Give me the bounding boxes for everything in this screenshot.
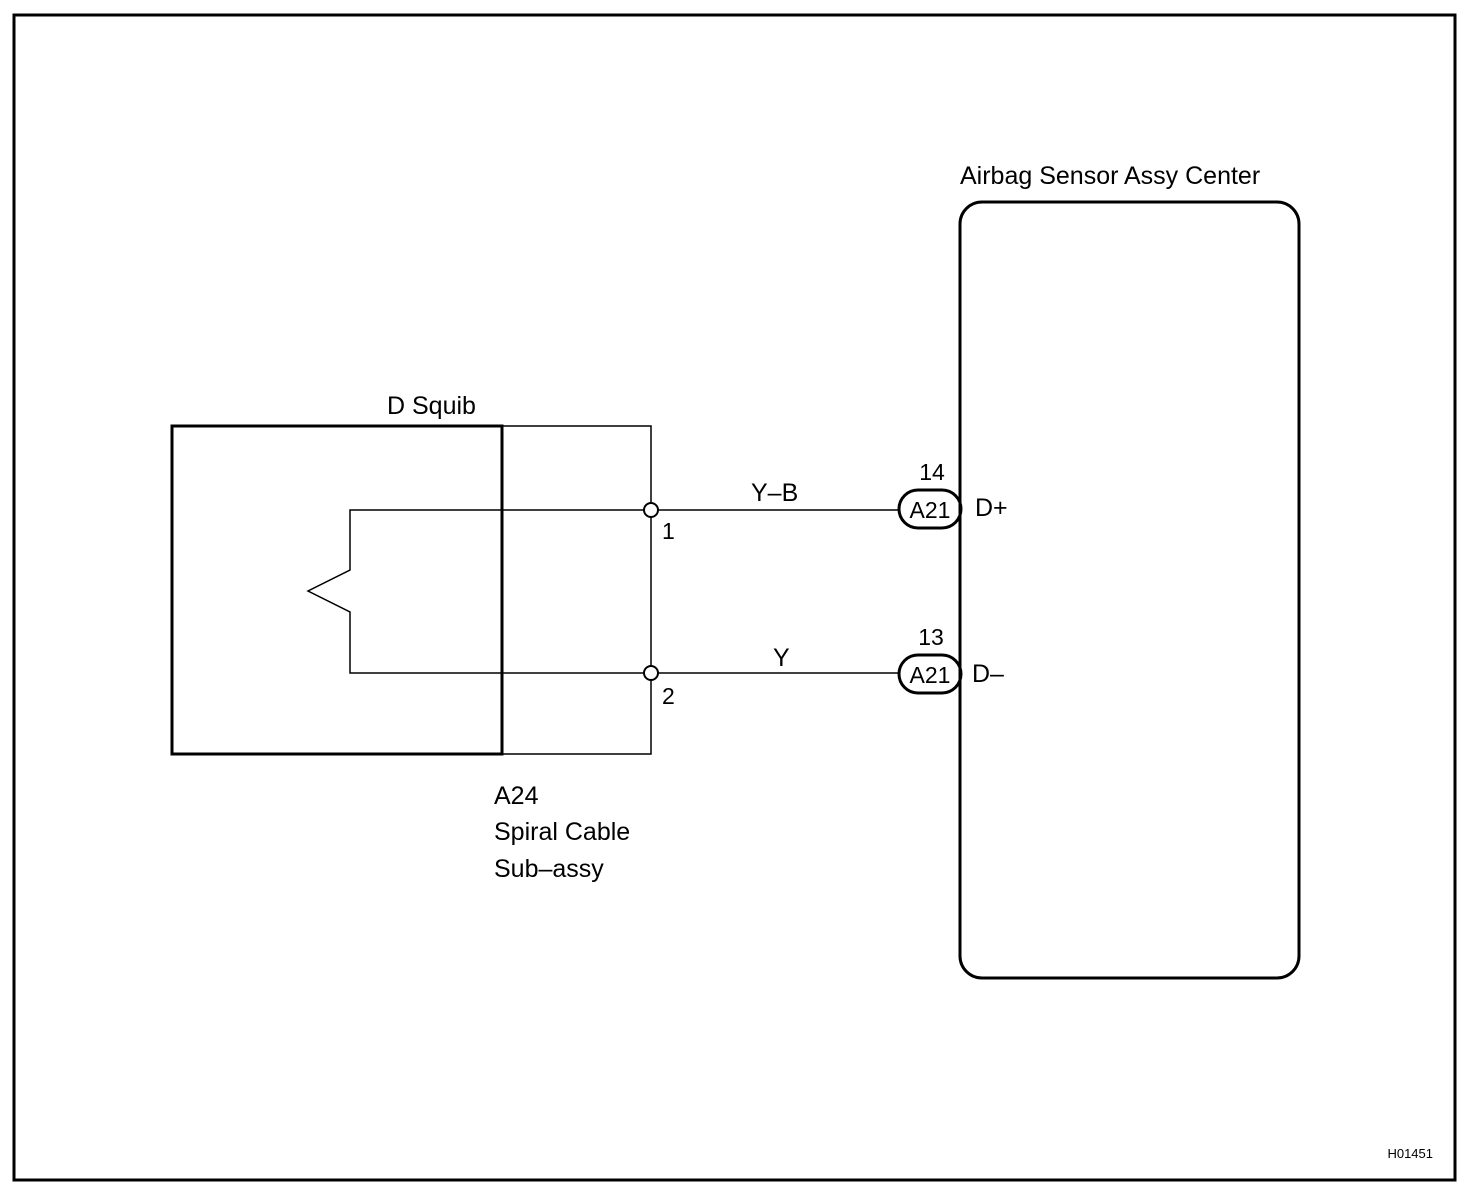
diagram-frame [12,13,1457,1182]
connector-a21-bottom-label: A21 [910,662,951,688]
connector-pin-13: 13 [918,624,944,650]
squib-element-wire [306,509,651,674]
terminal-1 [643,502,659,518]
squib-label: D Squib [387,392,476,420]
terminal-1-label: 1 [662,518,675,544]
signal-d-plus: D+ [975,494,1008,522]
signal-d-minus: D– [972,660,1004,688]
connector-a21-top-label: A21 [910,497,951,523]
wire-color-y-b: Y–B [751,479,798,507]
spiral-cable-box [502,425,652,755]
airbag-sensor-label: Airbag Sensor Assy Center [960,162,1260,190]
spiral-cable-code: A24 [494,782,539,810]
figure-code: H01451 [1387,1146,1433,1161]
wire-color-y: Y [773,644,790,672]
spiral-cable-name-line1: Spiral Cable [494,818,630,846]
spiral-cable-name-line2: Sub–assy [494,855,604,883]
terminal-2 [643,665,659,681]
terminal-2-label: 2 [662,683,675,709]
airbag-sensor-box [958,200,1301,980]
squib-box [170,424,504,756]
connector-pin-14: 14 [919,459,945,485]
